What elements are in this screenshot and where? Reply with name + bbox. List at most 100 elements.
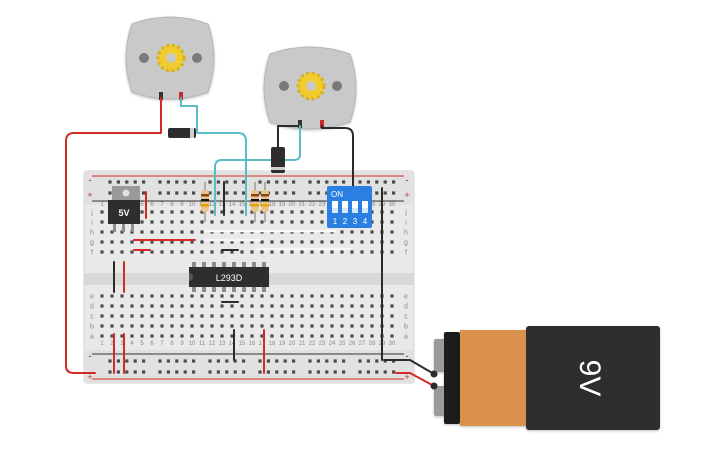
breadboard-hole[interactable] [240,314,244,318]
breadboard-hole[interactable] [140,240,144,244]
breadboard-hole[interactable] [270,220,274,224]
breadboard-hole[interactable] [275,180,279,184]
breadboard-hole[interactable] [310,240,314,244]
wire-black-motor2-to-switch[interactable] [321,125,354,187]
breadboard-hole[interactable] [280,250,284,254]
breadboard-hole[interactable] [110,304,114,308]
breadboard-hole[interactable] [230,324,234,328]
breadboard-hole[interactable] [370,304,374,308]
breadboard-hole[interactable] [130,314,134,318]
breadboard-hole[interactable] [208,191,212,195]
breadboard-hole[interactable] [280,324,284,328]
breadboard-hole[interactable] [242,359,246,363]
breadboard-hole[interactable] [390,334,394,338]
breadboard-hole[interactable] [120,334,124,338]
breadboard-hole[interactable] [270,314,274,318]
wire-teal-motor1[interactable] [180,97,247,216]
breadboard-hole[interactable] [150,250,154,254]
breadboard-hole[interactable] [280,220,284,224]
breadboard-hole[interactable] [290,250,294,254]
breadboard-hole[interactable] [200,240,204,244]
breadboard-hole[interactable] [175,370,179,374]
breadboard-hole[interactable] [283,370,287,374]
diode-2[interactable] [271,147,285,173]
breadboard-hole[interactable] [230,250,234,254]
breadboard-hole[interactable] [158,180,162,184]
breadboard-hole[interactable] [358,180,362,184]
breadboard-hole[interactable] [300,294,304,298]
breadboard-hole[interactable] [240,294,244,298]
breadboard-hole[interactable] [360,334,364,338]
resistor-1[interactable] [201,182,209,222]
breadboard-hole[interactable] [200,220,204,224]
breadboard-hole[interactable] [320,220,324,224]
breadboard-hole[interactable] [100,220,104,224]
breadboard-hole[interactable] [383,370,387,374]
breadboard-hole[interactable] [190,240,194,244]
breadboard-hole[interactable] [170,324,174,328]
breadboard-hole[interactable] [350,294,354,298]
breadboard-hole[interactable] [390,314,394,318]
breadboard-hole[interactable] [183,370,187,374]
breadboard-hole[interactable] [280,304,284,308]
dc-motor-2[interactable] [263,46,357,130]
breadboard-hole[interactable] [283,359,287,363]
breadboard-hole[interactable] [190,314,194,318]
breadboard-hole[interactable] [220,294,224,298]
breadboard-hole[interactable] [190,220,194,224]
breadboard-hole[interactable] [190,334,194,338]
breadboard-hole[interactable] [260,250,264,254]
breadboard-hole[interactable] [150,220,154,224]
breadboard-hole[interactable] [180,240,184,244]
breadboard-hole[interactable] [340,240,344,244]
breadboard-hole[interactable] [240,250,244,254]
breadboard-hole[interactable] [160,334,164,338]
breadboard-hole[interactable] [142,359,146,363]
breadboard-hole[interactable] [200,294,204,298]
breadboard-hole[interactable] [190,210,194,214]
breadboard-hole[interactable] [240,334,244,338]
breadboard-hole[interactable] [325,191,329,195]
breadboard-hole[interactable] [230,314,234,318]
breadboard-hole[interactable] [292,359,296,363]
breadboard-hole[interactable] [200,314,204,318]
breadboard-hole[interactable] [175,191,179,195]
breadboard-hole[interactable] [100,210,104,214]
breadboard-hole[interactable] [375,191,379,195]
breadboard-hole[interactable] [250,334,254,338]
breadboard-hole[interactable] [258,359,262,363]
breadboard-hole[interactable] [216,180,220,184]
breadboard-hole[interactable] [110,230,114,234]
breadboard-hole[interactable] [120,304,124,308]
breadboard-hole[interactable] [292,180,296,184]
breadboard-hole[interactable] [208,180,212,184]
breadboard-hole[interactable] [190,250,194,254]
breadboard-hole[interactable] [233,180,237,184]
breadboard-hole[interactable] [310,314,314,318]
breadboard-hole[interactable] [360,314,364,318]
breadboard-hole[interactable] [166,359,170,363]
breadboard-hole[interactable] [200,304,204,308]
breadboard-hole[interactable] [108,191,112,195]
breadboard-hole[interactable] [258,180,262,184]
breadboard-hole[interactable] [233,191,237,195]
breadboard-hole[interactable] [120,314,124,318]
breadboard-hole[interactable] [290,314,294,318]
breadboard-hole[interactable] [125,359,129,363]
breadboard-hole[interactable] [360,250,364,254]
breadboard-hole[interactable] [280,294,284,298]
breadboard-hole[interactable] [110,334,114,338]
breadboard-hole[interactable] [180,314,184,318]
breadboard-hole[interactable] [360,294,364,298]
breadboard-hole[interactable] [220,324,224,328]
breadboard-hole[interactable] [340,304,344,308]
dip-toggle-1[interactable] [332,201,338,213]
breadboard-hole[interactable] [320,324,324,328]
breadboard-hole[interactable] [316,370,320,374]
breadboard-hole[interactable] [316,191,320,195]
breadboard-hole[interactable] [330,324,334,328]
breadboard-hole[interactable] [250,294,254,298]
breadboard-hole[interactable] [125,180,129,184]
breadboard-hole[interactable] [333,359,337,363]
breadboard-hole[interactable] [220,220,224,224]
